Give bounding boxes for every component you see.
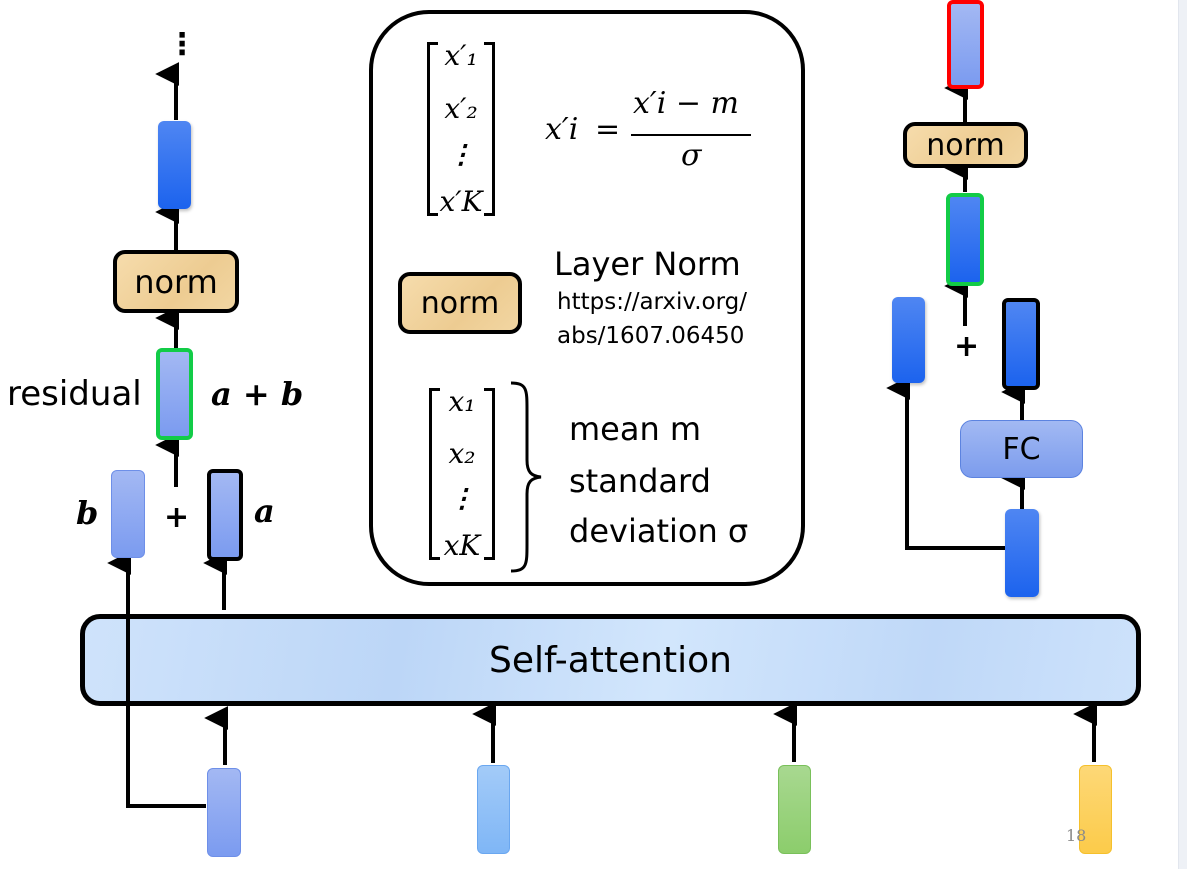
output-element-2: x′₂: [444, 91, 478, 125]
output-element-1: x′₁: [444, 39, 478, 72]
vector-a: [207, 469, 243, 561]
input-element-k: xK: [443, 528, 481, 562]
output-element-k: x′K: [439, 184, 483, 218]
formula-denominator: σ: [681, 138, 702, 173]
output-vector-matrix: x′₁ x′₂ ⋮ x′K: [427, 42, 495, 216]
plus-sign-right: +: [954, 329, 980, 364]
formula-equals: =: [595, 112, 621, 147]
input-vector-2: [477, 765, 510, 854]
curly-brace-icon: [510, 381, 542, 573]
norm-label: norm: [420, 285, 500, 321]
slide-edge: [1178, 0, 1187, 869]
norm-label: norm: [926, 127, 1005, 163]
layer-norm-title: Layer Norm: [554, 245, 741, 283]
stats-std-line-2: deviation σ: [569, 512, 749, 550]
input-element-1: x₁: [448, 385, 476, 418]
skip-vector-right: [892, 297, 925, 383]
input-vector-matrix: x₁ x₂ ⋮ xK: [429, 388, 495, 560]
formula-numerator: x′i − m: [633, 86, 739, 121]
norm-block-right: norm: [903, 122, 1028, 168]
final-output-vector: [947, 0, 984, 89]
norm-block-panel: norm: [398, 272, 522, 334]
self-attention-label: Self-attention: [489, 639, 732, 681]
residual-vector: [156, 348, 193, 440]
stats-mean: mean m: [569, 410, 702, 448]
paper-link-line-1[interactable]: https://arxiv.org/: [557, 289, 747, 315]
vector-b: [111, 470, 145, 558]
fc-input-vector: [1005, 509, 1039, 597]
self-attention-block: Self-attention: [80, 614, 1141, 706]
residual-vector-right: [946, 193, 984, 286]
input-vector-4: [1079, 765, 1112, 854]
input-vector-3: [778, 765, 811, 854]
residual-label: residual: [7, 374, 142, 414]
output-vector-left: [158, 121, 191, 209]
norm-block-left: norm: [113, 250, 239, 313]
norm-label: norm: [134, 262, 218, 301]
fc-output-vector: [1002, 298, 1040, 390]
page-number: 18: [1066, 826, 1087, 845]
input-a-label: a: [254, 492, 275, 530]
fraction-bar: [631, 134, 751, 136]
input-ellipsis: ⋮: [449, 484, 475, 515]
continuation-dots: ⋮: [167, 27, 197, 62]
stats-std-line-1: standard: [569, 462, 711, 500]
formula-lhs: x′i: [545, 112, 579, 147]
sum-label: a + b: [211, 375, 304, 413]
paper-link-line-2[interactable]: abs/1607.06450: [557, 323, 745, 349]
input-element-2: x₂: [448, 437, 476, 471]
skip-line-overlay: [126, 563, 130, 808]
plus-sign-left: +: [164, 500, 190, 535]
fc-label: FC: [1002, 431, 1041, 467]
input-vector-1: [207, 768, 241, 857]
input-b-label: b: [76, 494, 99, 532]
output-ellipsis: ⋮: [448, 139, 474, 170]
normalization-formula: x′i = x′i − m σ: [545, 86, 765, 186]
fc-block: FC: [960, 420, 1083, 478]
